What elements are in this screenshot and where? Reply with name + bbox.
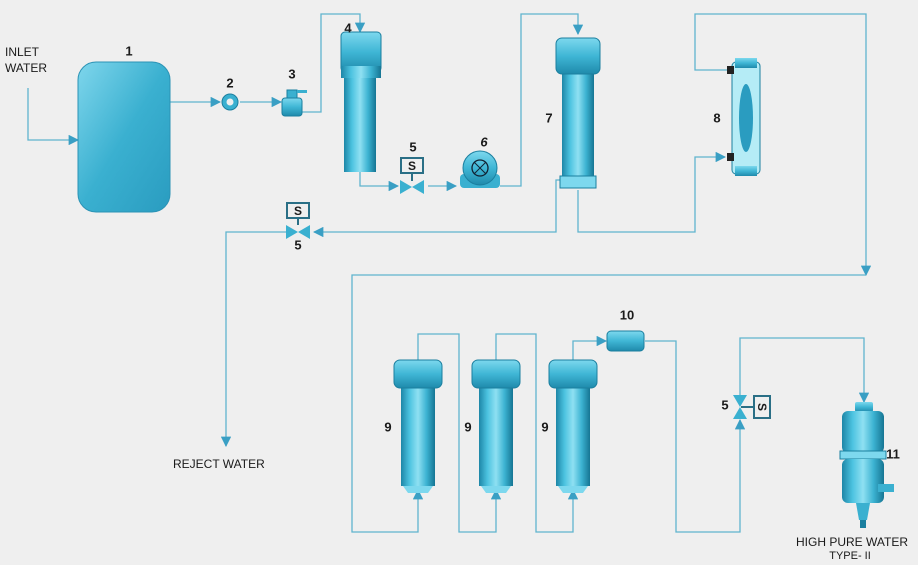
component-number-10: 10: [619, 307, 635, 323]
component-number-1: 1: [125, 43, 133, 59]
pipe-10-to-valve5: [645, 340, 746, 533]
flow-sensor-icon: [221, 93, 239, 111]
inlet-water-label-line2: WATER: [5, 61, 47, 75]
polishing-cartridge-2: [471, 359, 521, 493]
uv-sterilizer: [727, 58, 761, 176]
pipe-7-reject: [312, 179, 562, 238]
component-number-9b: 9: [464, 419, 472, 435]
pipes: [27, 13, 872, 533]
component-number-8: 8: [713, 110, 721, 126]
pipe-9a-to-9b: [417, 333, 502, 533]
solenoid-valve-top: [400, 157, 424, 194]
pipe-reject-out: [220, 231, 286, 448]
pipe-4-to-valve5: [359, 172, 400, 192]
ro-membrane-housing: [555, 37, 601, 189]
pipe-8-top: [694, 13, 872, 277]
pre-filter-housing: [340, 31, 382, 172]
inlet-solenoid-icon: [281, 89, 307, 117]
valve-symbol-top: S: [407, 159, 417, 173]
component-number-11: 11: [886, 446, 900, 462]
pump-icon: [460, 150, 500, 188]
pipe-9b-to-9c: [495, 333, 579, 533]
inlet-water-label-line1: INLET: [5, 45, 40, 59]
valve-symbol-output: S: [755, 402, 769, 412]
polishing-cartridge-3: [548, 359, 598, 493]
component-number-4: 4: [344, 20, 352, 36]
pipe-to-9a: [351, 274, 866, 533]
output-label-line2: TYPE- II: [829, 550, 871, 562]
component-number-2: 2: [226, 75, 234, 91]
pipe-pump-to-7: [500, 13, 584, 187]
polishing-cartridge-1: [393, 359, 443, 493]
pipe-7-to-8: [577, 151, 727, 233]
pipe-3-to-4: [300, 13, 366, 113]
output-label-line1: HIGH PURE WATER: [795, 535, 909, 549]
component-number-5-reject: 5: [294, 237, 302, 253]
component-number-5-top: 5: [409, 139, 417, 155]
pipe-inlet: [27, 88, 80, 146]
solenoid-valve-output: [733, 395, 771, 419]
component-number-6: 6: [480, 134, 488, 150]
storage-tank: [77, 61, 171, 213]
component-number-7: 7: [545, 110, 553, 126]
component-number-9c: 9: [541, 419, 549, 435]
component-number-9a: 9: [384, 419, 392, 435]
component-number-5-output: 5: [721, 397, 729, 413]
pipe-9c-to-10: [572, 335, 608, 362]
pipe-valve5-to-11: [739, 337, 870, 404]
valve-symbol-reject: S: [293, 204, 303, 218]
conductivity-sensor: [606, 330, 645, 352]
reject-water-label: REJECT WATER: [173, 457, 265, 471]
component-number-3: 3: [288, 66, 296, 82]
solenoid-valve-reject: [286, 202, 310, 239]
final-filter: [839, 402, 894, 528]
